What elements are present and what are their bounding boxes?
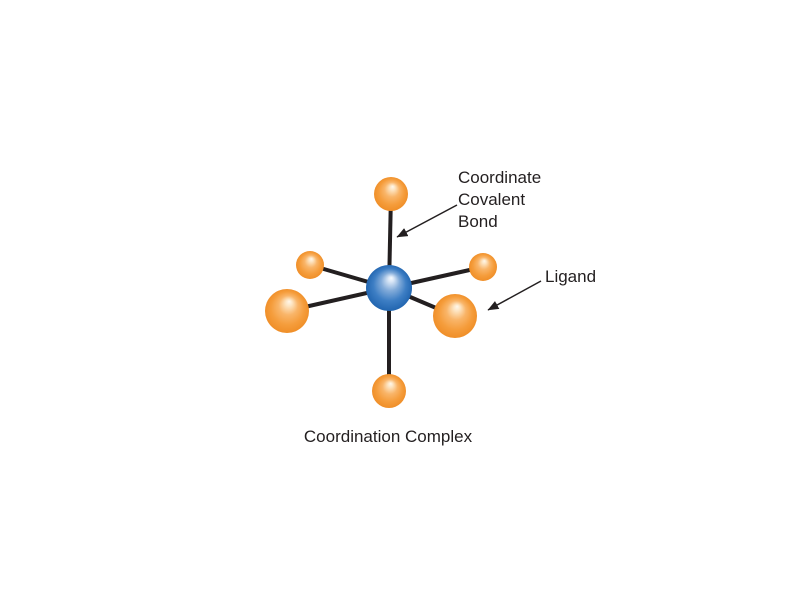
bond-label-line-1: Coordinate [458,168,542,187]
ligand-sphere [296,251,324,279]
ligand-sphere [374,177,408,211]
bond-label-line-3: Bond [458,212,498,231]
central-metal-atom [366,265,412,311]
bond-label: Coordinate Covalent Bond [458,167,541,233]
ligand-sphere [433,294,477,338]
ligand-sphere [372,374,406,408]
atoms [265,177,497,408]
ligand-sphere [265,289,309,333]
annotation-arrows [396,204,542,311]
ligand-label: Ligand [545,267,597,286]
annotation-arrow [487,280,542,311]
annotation-arrow [396,204,458,238]
bond-label-line-2: Covalent [458,190,526,209]
diagram-caption: Coordination Complex [303,427,473,446]
ligand-sphere [469,253,497,281]
